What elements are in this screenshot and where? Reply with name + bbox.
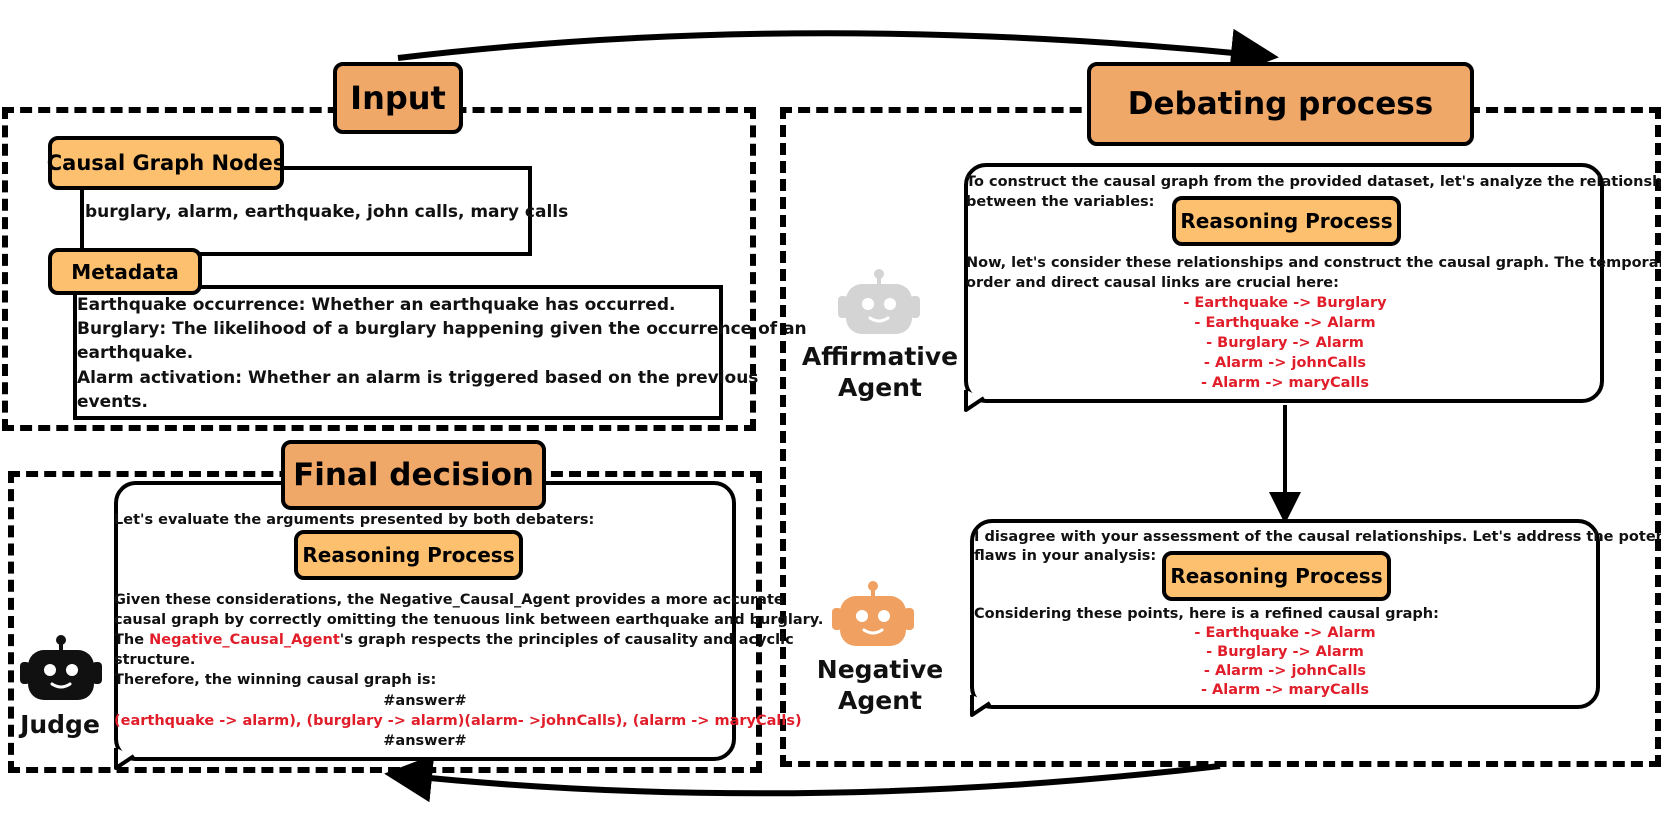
negative-intro-1: I disagree with your assessment of the c… [974, 529, 1661, 545]
metadata-line-2: Burglary: The likelihood of a burglary h… [77, 319, 807, 339]
answer-tag-open: #answer# [383, 693, 467, 709]
final-line-3-highlight: Negative_Causal_Agent [149, 632, 340, 648]
affirmative-label-line-1: Affirmative [801, 342, 959, 371]
negative-reasoning-tag-text: Reasoning Process [1170, 564, 1383, 588]
negative-bubble [970, 519, 1600, 709]
negative-robot-icon [832, 581, 914, 646]
final-line-1: Given these considerations, the Negative… [114, 592, 784, 608]
affirmative-intro-1: To construct the causal graph from the p… [966, 174, 1661, 190]
affirmative-edge-5: - Alarm -> maryCalls [1200, 375, 1370, 391]
final-intro: Let's evaluate the arguments presented b… [114, 512, 595, 528]
metadata-line-5: events. [77, 392, 148, 412]
negative-edge-3: - Alarm -> johnCalls [1203, 663, 1367, 679]
nodes-tag-text: Causal Graph Nodes [46, 151, 286, 175]
metadata-tag-text: Metadata [71, 259, 179, 284]
final-bubble-tail [114, 748, 136, 770]
final-line-5: Therefore, the winning causal graph is: [114, 672, 437, 688]
final-line-2: causal graph by correctly omitting the t… [114, 612, 824, 628]
affirmative-intro-2: between the variables: [966, 194, 1155, 210]
final-line-4: structure. [114, 652, 196, 668]
negative-bubble-tail [970, 695, 992, 717]
judge-label: Judge [20, 710, 100, 739]
final-line-3-post: 's graph respects the principles of caus… [339, 632, 794, 648]
arrow-input-to-debate [397, 28, 1279, 77]
affirmative-reasoning-tag: Reasoning Process [1172, 196, 1401, 246]
metadata-line-1: Earthquake occurrence: Whether an earthq… [77, 295, 676, 315]
final-line-3-pre: The [114, 632, 150, 648]
final-reasoning-tag-text: Reasoning Process [302, 543, 515, 567]
final-line-3: The Negative_Causal_Agent's graph respec… [114, 631, 794, 650]
affirmative-edge-1: - Earthquake -> Burglary [1183, 295, 1387, 311]
negative-edge-4: - Alarm -> maryCalls [1200, 682, 1370, 698]
affirmative-bubble-tail [964, 390, 986, 412]
metadata-tag: Metadata [48, 248, 202, 295]
affirmative-mid-2: order and direct causal links are crucia… [966, 275, 1339, 291]
nodes-tag: Causal Graph Nodes [46, 136, 286, 190]
affirmative-edge-4: - Alarm -> johnCalls [1203, 355, 1367, 371]
negative-agent-label: Negative Agent [800, 654, 960, 716]
judge-robot-icon [20, 635, 102, 700]
affirmative-agent-label: Affirmative Agent [800, 341, 960, 403]
affirmative-label-line-2: Agent [838, 373, 922, 402]
affirmative-mid-1: Now, let's consider these relationships … [966, 255, 1661, 271]
final-answer: (earthquake -> alarm), (burglary -> alar… [114, 713, 802, 729]
input-title-text: Input [350, 79, 446, 117]
debate-title-text: Debating process [1127, 86, 1434, 122]
nodes-value: burglary, alarm, earthquake, john calls,… [85, 202, 569, 222]
affirmative-edge-3: - Burglary -> Alarm [1206, 335, 1364, 351]
negative-label-line-2: Agent [838, 686, 922, 715]
final-title: Final decision [281, 440, 546, 510]
metadata-line-3: earthquake. [77, 343, 194, 363]
negative-reasoning-tag: Reasoning Process [1162, 551, 1391, 601]
final-reasoning-tag: Reasoning Process [294, 530, 523, 580]
final-bubble [114, 481, 736, 761]
metadata-box [73, 285, 723, 420]
affirmative-edge-2: - Earthquake -> Alarm [1194, 315, 1376, 331]
affirmative-bubble [964, 163, 1604, 403]
negative-mid: Considering these points, here is a refi… [974, 606, 1439, 622]
affirmative-robot-icon [838, 269, 920, 334]
affirmative-reasoning-tag-text: Reasoning Process [1180, 209, 1393, 233]
negative-edge-1: - Earthquake -> Alarm [1194, 625, 1376, 641]
answer-tag-close: #answer# [383, 733, 467, 749]
negative-edge-2: - Burglary -> Alarm [1206, 644, 1364, 660]
final-title-text: Final decision [293, 457, 534, 493]
negative-intro-2: flaws in your analysis: [974, 548, 1157, 564]
arrow-debate-to-final [384, 754, 1221, 803]
metadata-line-4: Alarm activation: Whether an alarm is tr… [77, 368, 759, 388]
negative-label-line-1: Negative [816, 655, 944, 684]
debate-title: Debating process [1087, 62, 1474, 146]
input-title: Input [333, 62, 463, 134]
